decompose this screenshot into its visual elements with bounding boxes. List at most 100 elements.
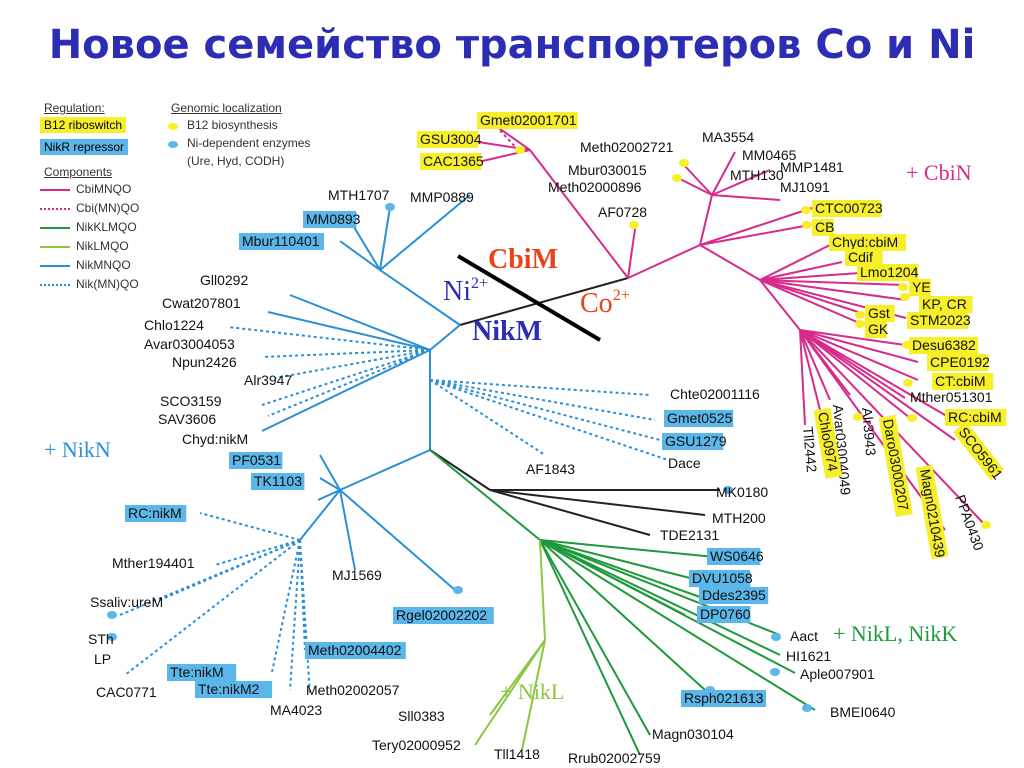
leaf-label: KP, CR	[919, 296, 973, 313]
leaf-label-text: DVU1058	[692, 570, 753, 586]
leaf-label-text: Cdif	[848, 249, 873, 265]
leaf-label-text: Desu6382	[912, 337, 976, 353]
leaf-label-text: Alr3943	[859, 407, 879, 457]
leaf-label-text: Alr3947	[244, 372, 292, 388]
leaf-label: MJ1569	[332, 567, 382, 583]
leaf-label: Magn0210439	[915, 464, 949, 560]
leaf-label-text: Npun2426	[172, 354, 237, 370]
tree-branch	[495, 125, 531, 151]
tree-branch	[799, 329, 806, 426]
leaf-label-text: Tll2442	[800, 426, 820, 473]
nikr-highlight	[167, 664, 237, 681]
tree-branch	[379, 269, 461, 326]
leaf-label-text: CB	[815, 219, 834, 235]
tree-branch	[214, 539, 301, 566]
leaf-label: MJ1091	[780, 179, 830, 195]
leaf-label-text: Tte:nikM	[170, 664, 224, 680]
nikr-highlight	[664, 410, 734, 427]
riboswitch-highlight	[865, 305, 895, 322]
leaf-label: PF0531	[229, 452, 283, 469]
tree-branch	[539, 539, 716, 558]
b12-locus-dot	[907, 414, 917, 422]
leaf-label: MMP1481	[780, 159, 844, 175]
leaf-label-text: STM2023	[910, 312, 971, 328]
leaf-label: Desu6382	[909, 337, 979, 354]
leaf-label: GSU3004	[417, 131, 482, 148]
riboswitch-highlight	[953, 421, 1005, 481]
tree-branch	[539, 539, 691, 579]
b12-locus-dot	[855, 311, 865, 319]
b12-locus-dot	[981, 521, 991, 529]
tree-branch	[299, 489, 341, 541]
leaf-label: Tte:nikM2	[195, 681, 273, 698]
ni-symbol: Ni	[443, 276, 471, 307]
leaf-label-text: WS0646	[710, 548, 764, 564]
riboswitch-highlight	[829, 234, 907, 251]
leaf-label: Gll0292	[200, 272, 248, 288]
tree-branch	[429, 324, 461, 351]
tree-labels: Gmet02001701GSU3004CAC1365Meth02002721Mb…	[88, 112, 1007, 766]
leaf-label: MA3554	[702, 129, 754, 145]
tree-branch	[227, 326, 431, 351]
tree-branch	[799, 329, 911, 419]
leaf-label: Daro03000207	[878, 414, 913, 518]
leaf-label: MM0465	[742, 147, 797, 163]
tree-branch	[289, 539, 301, 691]
tree-branch	[759, 261, 843, 281]
leaf-label-text: KP, CR	[922, 296, 967, 312]
leaf-label-text: RC:cbiM	[948, 409, 1002, 425]
leaf-label-text: PF0531	[232, 452, 281, 468]
leaf-label-text: Gmet02001701	[480, 112, 577, 128]
riboswitch-highlight	[865, 321, 887, 338]
tree-branch	[429, 379, 669, 461]
leaf-label: Mbur110401	[239, 233, 324, 250]
leaf-label: LP	[94, 651, 111, 667]
leaf-label: Mther194401	[112, 555, 195, 571]
tree-branch	[429, 379, 546, 456]
leaf-label-text: GK	[868, 321, 889, 337]
tree-branch	[267, 349, 431, 417]
leaf-label-text: Chyd:cbiM	[832, 234, 898, 250]
tree-branch	[271, 539, 301, 673]
leaf-label: Gmet02001701	[477, 112, 578, 129]
b12-locus-dot	[801, 206, 811, 214]
tree-branch	[759, 279, 858, 323]
leaf-label-text: Rsph021613	[684, 690, 764, 706]
tree-branch	[799, 329, 919, 381]
leaf-label-text: Tte:nikM2	[198, 681, 260, 697]
leaf-label-text: RC:nikM	[128, 505, 182, 521]
tree-branch	[539, 539, 796, 674]
leaf-label-text: Mther194401	[112, 555, 195, 571]
leaf-label-text: Aact	[790, 628, 818, 644]
leaf-label-text: Mbur110401	[242, 233, 320, 249]
leaf-label-text: CTC00723	[815, 200, 883, 216]
riboswitch-highlight	[420, 153, 482, 170]
tree-branch	[289, 294, 431, 351]
tree-branch	[699, 224, 811, 246]
riboswitch-highlight	[915, 464, 949, 560]
tree-branch	[539, 539, 651, 736]
leaf-label: Dace	[668, 455, 701, 471]
tree-edges	[119, 125, 986, 756]
ni-enzyme-locus-dot	[802, 704, 812, 712]
leaf-label: MTH130	[730, 167, 784, 183]
leaf-label: SCO3159	[160, 393, 222, 409]
tree-branch	[682, 163, 713, 196]
tree-branch	[699, 194, 713, 246]
b12-locus-dot	[679, 159, 689, 167]
tree-branch	[199, 512, 301, 541]
leaf-label: CT:cbiM	[932, 373, 994, 390]
tree-branch	[489, 489, 706, 516]
leaf-label-text: Aple007901	[800, 666, 875, 682]
leaf-label-text: Sll0383	[398, 708, 445, 724]
tree-branch	[261, 349, 431, 358]
tree-branch	[699, 244, 761, 281]
nikm-label: NikM	[472, 316, 542, 347]
leaf-label: Aple007901	[800, 666, 875, 682]
leaf-label: MA4023	[270, 702, 322, 718]
leaf-label-text: Rgel02002202	[396, 607, 487, 623]
nikr-highlight	[229, 452, 283, 469]
riboswitch-highlight	[907, 312, 969, 329]
leaf-label-text: DP0760	[700, 606, 751, 622]
ni-ion-label: Ni2+	[443, 275, 488, 307]
